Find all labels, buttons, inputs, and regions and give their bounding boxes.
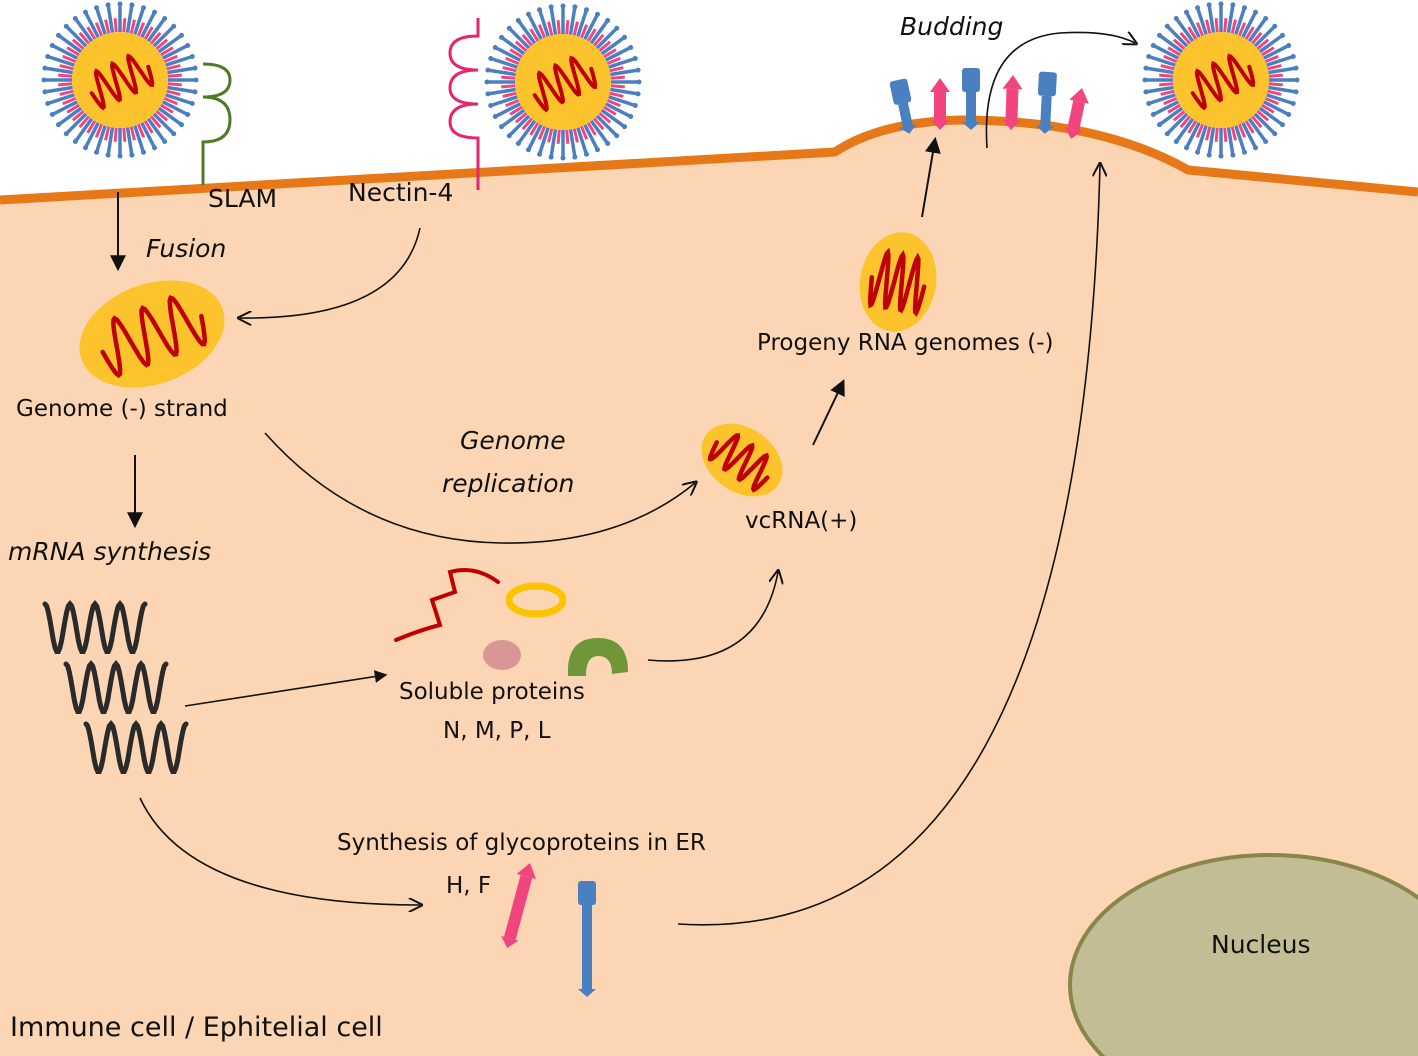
protein-m-crescent [567,638,628,676]
spike-h-1 [889,78,917,134]
arrow-mrna-to-er [139,797,420,905]
nucleocapsid-vcrna [701,423,783,497]
er-glycoprotein-f [501,863,537,949]
soluble-proteins-label: Soluble proteins [399,679,585,705]
cytoplasm [0,118,1418,1056]
nucleus-label: Nucleus [1211,930,1311,959]
budding-label: Budding [900,12,1004,41]
nucleus [1068,853,1418,1056]
spike-f-3 [1064,88,1089,139]
slam-label: SLAM [208,184,278,213]
rna-genome [707,433,770,493]
nectin4-label: Nectin-4 [348,178,454,207]
spike-f-1 [930,78,950,130]
rna-genome [1190,53,1256,111]
mrna-synthesis-label: mRNA synthesis [8,537,212,566]
cell-type-label: Immune cell / Ephitelial cell [10,1012,383,1043]
rna-genome [867,247,927,317]
protein-n-ring [505,582,567,618]
nectin4-receptor [448,18,480,190]
arrow-budding [985,32,1135,149]
fusion-label: Fusion [146,234,227,263]
genome-replication-label-2: replication [442,469,575,498]
rna-genome [532,55,598,113]
genome-strand-label: Genome (-) strand [16,396,228,422]
arrow-nectin-entry [240,227,421,318]
glycoprotein-list: H, F [446,873,492,899]
virion-released [1142,1,1300,159]
mrna-strands [42,600,189,774]
arrow-to-progeny [812,379,845,446]
vcrna-label: vcRNA(+) [745,508,858,534]
spike-h-2 [962,68,980,130]
soluble-proteins-list: N, M, P, L [443,718,551,744]
cell-membrane [0,115,1418,205]
glycoprotein-synthesis-label: Synthesis of glycoproteins in ER [337,830,706,856]
spike-f-2 [1002,75,1023,130]
nucleocapsid-genome [79,280,225,388]
arrow-er-to-membrane [677,165,1100,926]
slam-receptor [201,62,232,185]
spike-h-3 [1036,71,1057,134]
arrow-proteins-to-vcrna [647,572,778,662]
rna-genome [100,295,208,379]
arrow-mrna-to-proteins [184,670,388,707]
protein-p-blob [483,640,521,670]
protein-l-squiggle [394,568,500,642]
rna-genome [89,53,155,111]
virion-slam-binding [41,1,199,159]
arrow-genome-replication [264,432,695,544]
er-glycoprotein-h [578,881,596,997]
progeny-label: Progeny RNA genomes (-) [757,330,1054,356]
genome-replication-label-1: Genome [460,426,566,455]
virion-nectin-binding [484,3,642,161]
mrna-strand [83,720,189,774]
arrow-to-membrane [921,136,941,218]
mrna-strand [42,600,148,654]
mrna-strand [63,660,169,714]
nucleocapsid-progeny [859,232,937,332]
